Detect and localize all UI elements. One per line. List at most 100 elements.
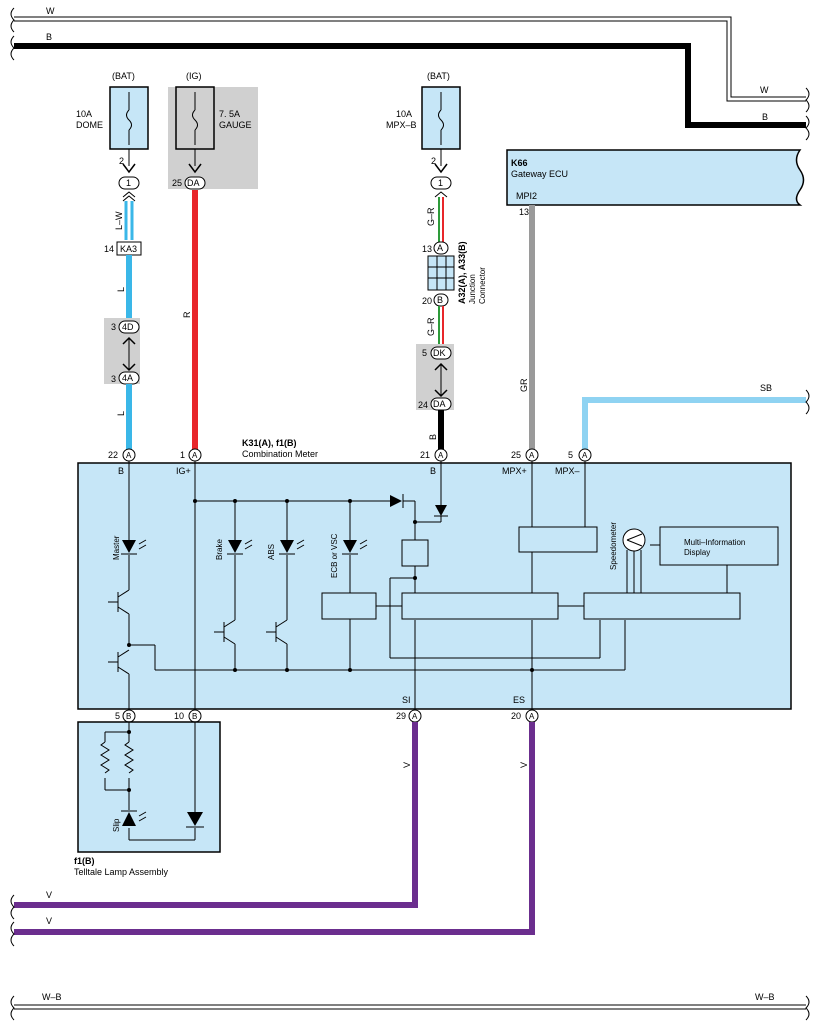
gateway-pin: 13	[519, 207, 529, 217]
svg-text:25: 25	[511, 450, 521, 460]
svg-text:A: A	[529, 451, 535, 460]
fuse-gauge-rating: 7. 5A	[219, 109, 240, 119]
led-master-icon	[121, 539, 147, 555]
jc-top-pin: 13	[422, 244, 432, 254]
bus-b-label: B	[46, 32, 52, 42]
mid-block	[659, 526, 779, 566]
ka3-pin: 14	[104, 244, 114, 254]
mpxb-circuit: 2 1 G–R 13 A A32(A), A33(B) Junction Con…	[416, 149, 487, 450]
sb-wire: SB	[582, 383, 810, 450]
mid-line1: Multi–Information	[684, 538, 745, 547]
mpxb-wire2-label: G–R	[426, 317, 436, 336]
svg-text:IG+: IG+	[176, 466, 191, 476]
bus-b-right-label: B	[762, 112, 768, 122]
gauge-circuit: 25 DA R	[172, 149, 206, 450]
led-brake-icon	[227, 539, 253, 555]
meter-bottom-pin-5: 5 B	[115, 709, 136, 723]
svg-text:A: A	[438, 451, 444, 460]
svg-text:MPX+: MPX+	[502, 466, 527, 476]
jc-top-conn: A	[437, 243, 443, 253]
svg-text:1: 1	[180, 450, 185, 460]
telltale-diode-icon	[186, 812, 204, 828]
label-abs: ABS	[267, 544, 276, 560]
telltale-id: f1(B)	[74, 856, 95, 866]
svg-text:B: B	[126, 712, 131, 721]
bus-v2-label: V	[46, 916, 52, 926]
top-bus-b: B B	[14, 32, 806, 128]
meter-pin-22: 22 A B	[108, 448, 136, 476]
svg-text:ES: ES	[513, 695, 525, 705]
mpxb-wire3-label: B	[428, 434, 438, 440]
telltale-name: Telltale Lamp Assembly	[74, 867, 169, 877]
fuse-gauge-name: GAUGE	[219, 120, 252, 130]
label-ecb: ECB or VSC	[330, 533, 339, 578]
svg-text:B: B	[118, 466, 124, 476]
svg-text:5: 5	[115, 711, 120, 721]
svg-text:20: 20	[511, 711, 521, 721]
svg-text:B: B	[192, 712, 197, 721]
ecb-block	[321, 592, 377, 620]
label-master: Master	[112, 535, 121, 560]
fuse-gauge-pin: 25	[172, 178, 182, 188]
svg-text:5: 5	[568, 450, 573, 460]
c4a-label: 4A	[122, 373, 133, 383]
da-pin: 24	[418, 400, 428, 410]
relay-block	[401, 539, 429, 567]
c4d-pin: 3	[111, 322, 116, 332]
led-abs-icon	[279, 539, 305, 555]
label-brake: Brake	[215, 539, 224, 560]
fuse-mpxb-name: MPX–B	[386, 120, 417, 130]
comm-block	[518, 526, 598, 553]
meter-bottom-pin-10: 10 B	[174, 709, 202, 723]
bus-v1-label: V	[46, 890, 52, 900]
gateway-port: MPI2	[516, 191, 537, 201]
jc-bot-conn: B	[437, 295, 443, 305]
gauge-wire-label: R	[182, 311, 192, 318]
c4a-pin: 3	[111, 374, 116, 384]
svg-text:A: A	[582, 451, 588, 460]
gateway-wire-label: GR	[519, 378, 529, 392]
svg-text:10: 10	[174, 711, 184, 721]
diode-icon	[390, 495, 402, 507]
svg-text:21: 21	[420, 450, 430, 460]
dome-circuit: 2 1 L–W 14 KA3 L 3 4D 3 4A L	[104, 149, 142, 450]
svg-text:29: 29	[396, 711, 406, 721]
jc-label-c: Connector	[478, 267, 487, 304]
meter-name: Combination Meter	[242, 449, 318, 459]
fuse-mpxb: (BAT) 10A MPX–B	[386, 71, 461, 150]
led-ecb-icon	[342, 539, 368, 555]
fuse-dome-pin: 2	[119, 156, 124, 166]
c4d-label: 4D	[122, 322, 134, 332]
fuse-dome-supply: (BAT)	[112, 71, 135, 81]
meter-id: K31(A), f1(B)	[242, 438, 297, 448]
label-speedometer: Speedometer	[609, 522, 618, 570]
mpxb-wire1-label: G–R	[426, 207, 436, 226]
top-bus-w: W W	[14, 6, 806, 102]
label-slip: Slip	[112, 818, 121, 832]
fuse-dome-name: DOME	[76, 120, 103, 130]
fuse-dome: (BAT) 10A DOME	[76, 71, 149, 150]
jc-label-a: A32(A), A33(B)	[457, 241, 467, 304]
bus-w-right-label: W	[760, 85, 769, 95]
jc-label-b: Junction	[468, 274, 477, 304]
combination-meter: K31(A), f1(B) Combination Meter 22 A B 1…	[77, 438, 792, 723]
sb-wire-label: SB	[760, 383, 772, 393]
bottom-bus-wb: W–B W–B	[10, 992, 810, 1021]
break-marks-left-top	[10, 7, 15, 61]
ka3-label: KA3	[120, 244, 137, 254]
meter-pin-1: 1 A IG+	[176, 448, 202, 476]
gateway-id: K66	[511, 158, 528, 168]
svg-text:A: A	[126, 451, 132, 460]
driver-block	[583, 592, 741, 620]
dk-label: DK	[433, 348, 446, 358]
junction-dots	[127, 499, 534, 672]
diode-down-icon	[435, 505, 447, 516]
mid-line2: Display	[684, 548, 710, 557]
fuse-mpxb-rating: 10A	[396, 109, 412, 119]
v-wire1-label: V	[402, 762, 412, 768]
svg-text:22: 22	[108, 450, 118, 460]
gateway-ecu: K66 Gateway ECU MPI2 13 GR	[506, 149, 805, 450]
svg-text:B: B	[430, 466, 436, 476]
bus-wb-left-label: W–B	[42, 992, 62, 1002]
